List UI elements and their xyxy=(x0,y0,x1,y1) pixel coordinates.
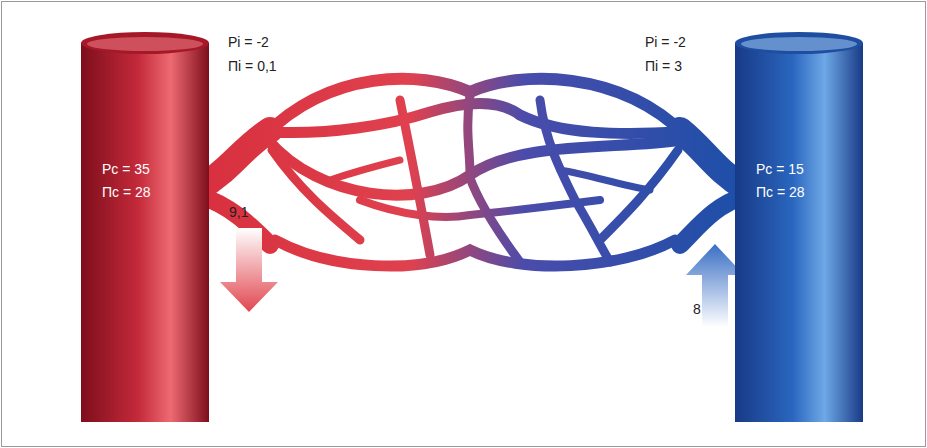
outflow-arrow xyxy=(220,228,278,312)
cylinder-shape xyxy=(732,30,866,428)
cylinder-opening xyxy=(741,37,857,51)
pressure-value: Πc = 28 xyxy=(756,181,866,204)
cylinder-shape xyxy=(78,30,212,428)
cylinder-opening xyxy=(87,37,203,51)
cylinder-top xyxy=(735,32,863,54)
cylinder-body xyxy=(81,43,209,422)
pressure-label: Πi = 3 xyxy=(645,57,682,75)
pressure-label: Pi = -2 xyxy=(228,33,269,51)
capillary-network xyxy=(200,79,745,266)
pressure-value: Pc = 35 xyxy=(102,158,212,181)
pressure-label: 9,1 xyxy=(229,203,248,221)
pressure-label: Pi = -2 xyxy=(645,33,686,51)
cylinder-top xyxy=(81,32,209,54)
pressure-value: Πc = 28 xyxy=(102,181,212,204)
vessel-values: Pc = 15Πc = 28 xyxy=(732,30,866,204)
pressure-value: Pc = 15 xyxy=(756,158,866,181)
vessel-cylinder: Pc = 15Πc = 28 xyxy=(732,30,866,428)
cylinder-body xyxy=(735,43,863,422)
pressure-label: 8 xyxy=(693,300,701,318)
vessel-values: Pc = 35Πc = 28 xyxy=(78,30,212,204)
pressure-label: Πi = 0,1 xyxy=(228,57,277,75)
vessel-cylinder: Pc = 35Πc = 28 xyxy=(78,30,212,428)
